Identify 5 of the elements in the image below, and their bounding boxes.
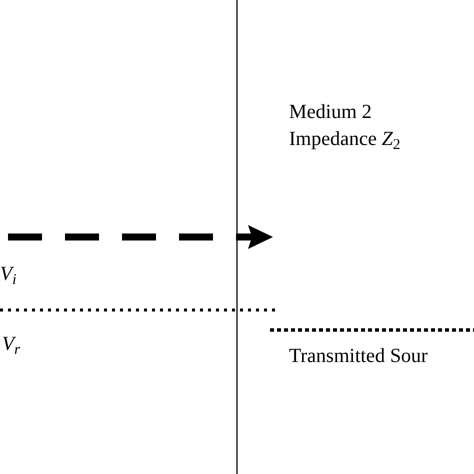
text-label: Impedance Z$_{2}$ bbox=[289, 127, 400, 151]
text-label: Transmitted Sour bbox=[289, 344, 428, 368]
text-label: V$_{i}$ bbox=[0, 262, 16, 286]
text-label: Medium 2 bbox=[289, 100, 372, 124]
text-label: V$_{r}$ bbox=[2, 332, 20, 356]
